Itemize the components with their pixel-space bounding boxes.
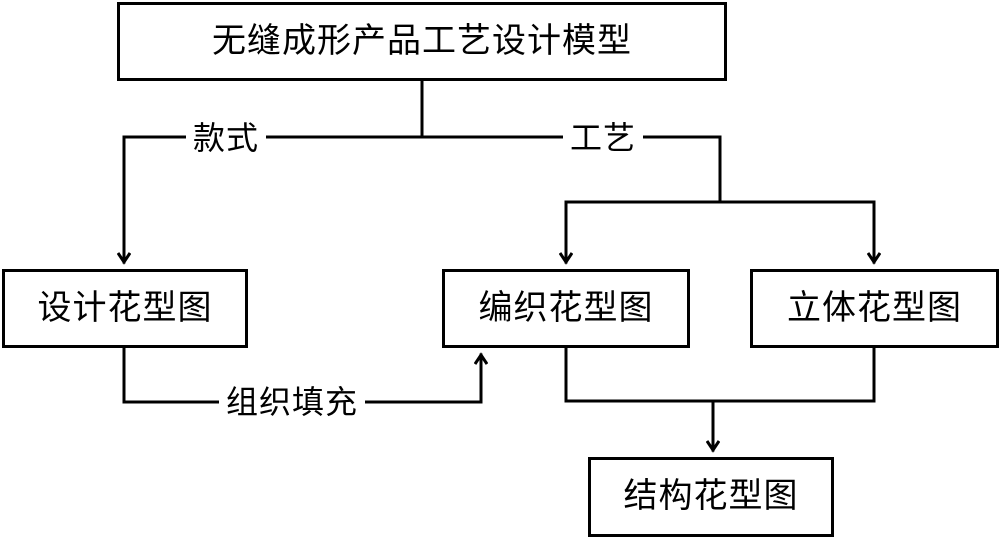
connector-merge-bar (564, 346, 876, 403)
node-design[interactable]: 设计花型图 (2, 269, 248, 348)
node-knit[interactable]: 编织花型图 (442, 269, 690, 348)
node-design-label: 设计花型图 (37, 289, 213, 327)
node-root[interactable]: 无缝成形产品工艺设计模型 (117, 2, 727, 81)
edge-label-style: 款式 (186, 122, 267, 154)
edge-label-fill: 组织填充 (219, 386, 366, 418)
node-structure-label: 结构花型图 (623, 478, 799, 515)
node-root-label: 无缝成形产品工艺设计模型 (212, 22, 632, 60)
edge-label-process: 工艺 (563, 122, 644, 154)
node-knit-label: 编织花型图 (478, 289, 654, 327)
node-solid[interactable]: 立体花型图 (750, 269, 999, 348)
node-solid-label: 立体花型图 (787, 289, 962, 327)
node-structure[interactable]: 结构花型图 (588, 457, 834, 537)
